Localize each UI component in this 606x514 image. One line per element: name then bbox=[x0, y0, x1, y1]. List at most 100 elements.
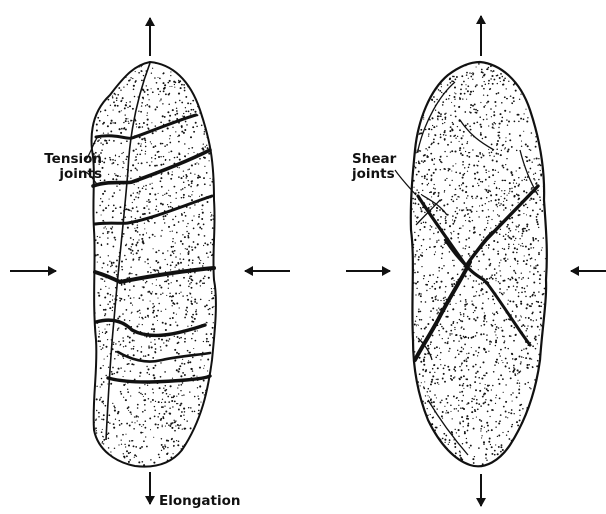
stipple-dot bbox=[414, 239, 416, 241]
stipple-dot bbox=[530, 168, 532, 170]
stipple-dot bbox=[495, 105, 496, 106]
stipple-dot bbox=[190, 427, 192, 429]
stipple-dot bbox=[517, 114, 519, 116]
stipple-dot bbox=[419, 107, 421, 109]
stipple-dot bbox=[500, 203, 502, 205]
stipple-dot bbox=[528, 278, 529, 279]
stipple-dot bbox=[539, 417, 541, 419]
stipple-dot bbox=[113, 427, 115, 429]
stipple-dot bbox=[197, 461, 198, 462]
stipple-dot bbox=[530, 149, 531, 150]
stipple-dot bbox=[89, 240, 91, 242]
stipple-dot bbox=[97, 254, 99, 256]
stipple-dot bbox=[535, 73, 537, 75]
stipple-dot bbox=[137, 420, 138, 421]
stipple-dot bbox=[435, 68, 436, 69]
stipple-dot bbox=[472, 458, 474, 460]
stipple-dot bbox=[168, 401, 170, 403]
stipple-dot bbox=[143, 464, 145, 466]
stipple-dot bbox=[533, 320, 534, 321]
stipple-dot bbox=[486, 321, 487, 322]
stipple-dot bbox=[122, 97, 124, 99]
stipple-dot bbox=[177, 424, 179, 426]
stipple-dot bbox=[424, 212, 426, 214]
stipple-dot bbox=[451, 285, 453, 287]
stipple-dot bbox=[214, 295, 215, 296]
stipple-dot bbox=[155, 251, 157, 253]
stipple-dot bbox=[161, 444, 163, 446]
stipple-dot bbox=[415, 393, 417, 395]
stipple-dot bbox=[422, 375, 424, 377]
stipple-dot bbox=[454, 99, 455, 100]
stipple-dot bbox=[519, 445, 521, 447]
stipple-dot bbox=[459, 141, 460, 142]
stipple-dot bbox=[507, 68, 509, 70]
stipple-dot bbox=[508, 412, 509, 413]
stipple-dot bbox=[119, 420, 120, 421]
stipple-dot bbox=[490, 70, 492, 72]
stipple-dot bbox=[198, 429, 199, 430]
stipple-dot bbox=[539, 208, 541, 210]
stipple-dot bbox=[414, 435, 416, 437]
stipple-dot bbox=[454, 370, 456, 372]
stipple-dot bbox=[479, 116, 481, 118]
stipple-dot bbox=[419, 373, 421, 375]
stipple-dot bbox=[411, 452, 412, 453]
stipple-dot bbox=[131, 243, 133, 245]
stipple-dot bbox=[159, 457, 161, 459]
stipple-dot bbox=[525, 263, 527, 265]
stipple-dot bbox=[522, 233, 524, 235]
stipple-dot bbox=[514, 186, 516, 188]
stipple-dot bbox=[425, 301, 427, 303]
stipple-dot bbox=[152, 399, 154, 401]
stipple-dot bbox=[413, 438, 415, 440]
stipple-dot bbox=[443, 265, 445, 267]
stipple-dot bbox=[196, 282, 198, 284]
stipple-dot bbox=[192, 333, 194, 335]
stipple-dot bbox=[123, 161, 124, 162]
stipple-dot bbox=[123, 346, 124, 347]
stipple-dot bbox=[96, 410, 97, 411]
stipple-dot bbox=[514, 240, 515, 241]
stipple-dot bbox=[495, 334, 496, 335]
stipple-dot bbox=[100, 346, 101, 347]
stipple-dot bbox=[417, 94, 419, 96]
stipple-dot bbox=[472, 365, 474, 367]
stipple-dot bbox=[527, 364, 529, 366]
stipple-dot bbox=[183, 258, 185, 260]
stipple-dot bbox=[410, 412, 411, 413]
stipple-dot bbox=[542, 456, 543, 457]
stipple-dot bbox=[163, 82, 165, 84]
stipple-dot bbox=[92, 352, 94, 354]
stipple-dot bbox=[107, 434, 108, 435]
stipple-dot bbox=[408, 64, 410, 66]
stipple-dot bbox=[487, 411, 489, 413]
stipple-dot bbox=[425, 86, 427, 88]
stipple-dot bbox=[127, 336, 129, 338]
stipple-dot bbox=[134, 457, 135, 458]
stipple-dot bbox=[93, 96, 95, 98]
stipple-dot bbox=[430, 77, 431, 78]
stipple-dot bbox=[438, 89, 439, 90]
stipple-dot bbox=[211, 181, 213, 183]
stipple-dot bbox=[178, 152, 179, 153]
stipple-dot bbox=[419, 249, 420, 250]
stipple-dot bbox=[495, 225, 496, 226]
stipple-dot bbox=[511, 146, 513, 148]
stipple-dot bbox=[449, 251, 451, 253]
stipple-dot bbox=[511, 426, 513, 428]
stipple-dot bbox=[437, 355, 438, 356]
stipple-dot bbox=[204, 440, 206, 442]
stipple-dot bbox=[129, 425, 131, 427]
stipple-dot bbox=[512, 310, 514, 312]
stipple-dot bbox=[482, 250, 484, 252]
stipple-dot bbox=[422, 428, 424, 430]
stipple-dot bbox=[117, 463, 119, 465]
stipple-dot bbox=[496, 342, 497, 343]
stipple-dot bbox=[467, 425, 469, 427]
stipple-dot bbox=[452, 223, 454, 225]
stipple-dot bbox=[416, 221, 417, 222]
stipple-dot bbox=[191, 246, 192, 247]
stipple-dot bbox=[181, 125, 183, 127]
stipple-dot bbox=[169, 80, 171, 82]
